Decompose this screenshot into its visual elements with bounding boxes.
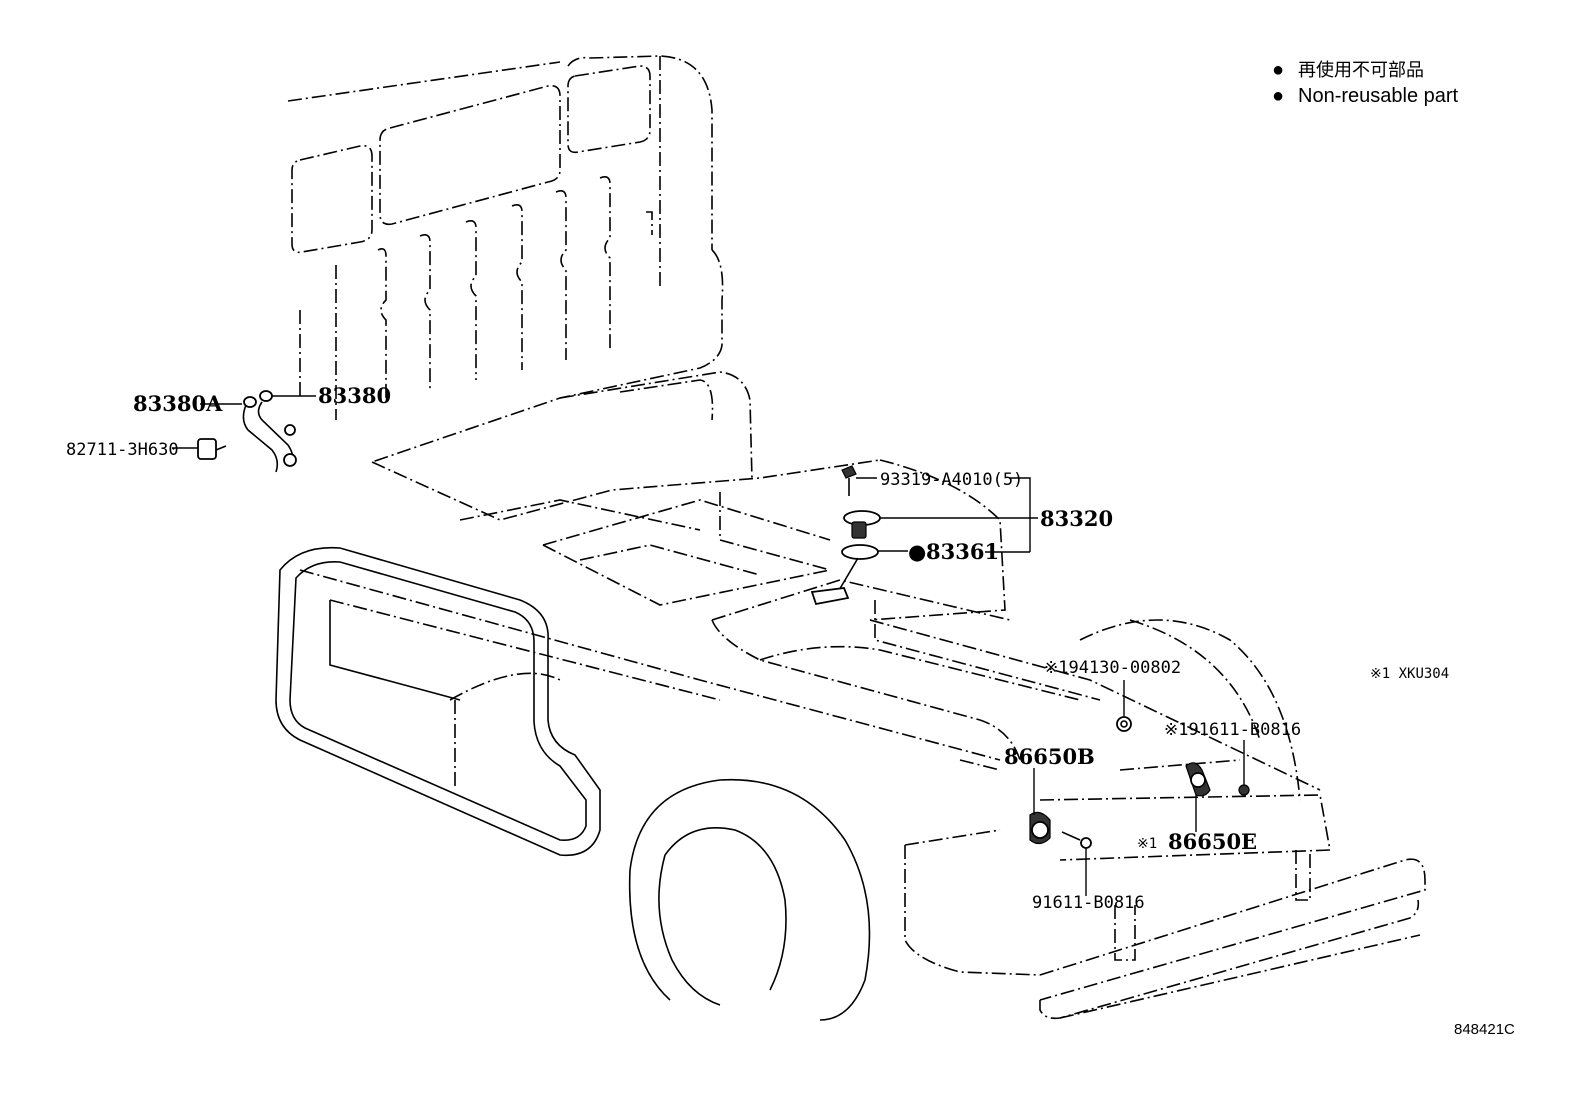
- label-83361: 83361: [926, 539, 999, 564]
- label-91611-B0816-left: 91611-B0816: [1032, 893, 1145, 913]
- label-93319-A4010: 93319-A4010(5): [880, 470, 1023, 490]
- fuel-sender-83320: [810, 510, 881, 606]
- horn-86650E: [1185, 762, 1250, 797]
- tire: [449, 672, 871, 1021]
- connector-82711: [197, 438, 227, 460]
- label-83380A: 83380A: [133, 391, 223, 416]
- frame-outline: [299, 371, 1426, 1020]
- label-83380: 83380: [318, 383, 391, 408]
- label-82711-3H630: 82711-3H630: [66, 440, 179, 460]
- horn-86650B: [1029, 811, 1092, 849]
- screw-93319: [841, 465, 857, 496]
- legend-text-en: Non-reusable part: [1298, 85, 1459, 107]
- note-xku304: ※1 XKU304: [1370, 666, 1449, 682]
- label-86650E: 86650E: [1168, 829, 1257, 854]
- legend-bullet-ja: ●: [1272, 59, 1284, 81]
- label-194130-00802: ※194130-00802: [1044, 658, 1181, 678]
- legend-text-ja: 再使用不可部品: [1298, 60, 1424, 80]
- legend: ● 再使用不可部品 ● Non-reusable part: [1272, 59, 1459, 107]
- label-86650E-mark: ※1: [1137, 836, 1157, 852]
- label-91611-B0816-right: ※191611-B0816: [1164, 720, 1301, 740]
- leader-lines: [172, 395, 1245, 896]
- cab-outline: [287, 55, 724, 463]
- legend-bullet-en: ●: [1272, 85, 1284, 107]
- gauge-tube-83380: [242, 390, 297, 473]
- figure-id: 848421C: [1454, 1021, 1515, 1038]
- label-83320: 83320: [1040, 506, 1113, 531]
- grommet-194130: [1116, 716, 1132, 732]
- non-reusable-bullet: ●: [908, 539, 926, 564]
- callout-labels: 83380A 83380 82711-3H630 93319-A4010(5) …: [66, 383, 1449, 913]
- label-86650B: 86650B: [1004, 744, 1095, 769]
- step-bar: [275, 546, 601, 857]
